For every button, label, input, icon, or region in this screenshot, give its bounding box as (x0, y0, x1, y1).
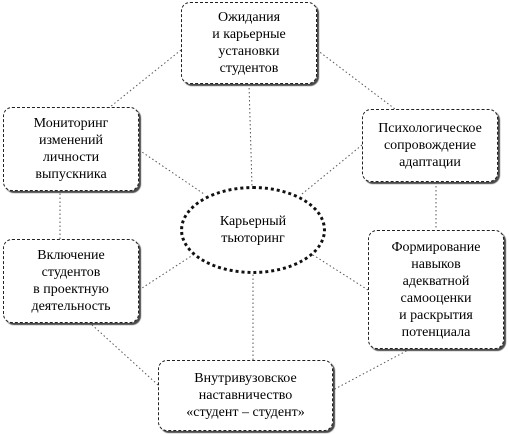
node-student-expectations-label: Ожидания и карьерные установки студентов (212, 10, 286, 76)
spoke-formation (309, 252, 369, 291)
link-formation-bottom (332, 348, 411, 391)
node-self-esteem-skills: Формирование навыков адекватной самооцен… (368, 230, 504, 349)
node-graduate-monitoring: Мониторинг изменений личности выпускника (3, 107, 139, 191)
node-peer-mentoring: Внутривузовское наставничество «студент … (158, 360, 333, 431)
spoke-inclusion (138, 252, 197, 291)
node-self-esteem-skills-label: Формирование навыков адекватной самооцен… (391, 239, 481, 340)
spoke-psychological (301, 144, 363, 195)
spoke-top (248, 83, 253, 187)
link-top-psychological (316, 49, 396, 110)
node-psychological-support: Психологическое сопровождение адаптации (362, 109, 498, 182)
link-bottom-inclusion (89, 322, 159, 386)
link-top-monitoring (109, 49, 182, 108)
node-student-expectations: Ожидания и карьерные установки студентов (181, 2, 317, 84)
node-graduate-monitoring-label: Мониторинг изменений личности выпускника (33, 116, 109, 182)
node-project-inclusion-label: Включение студентов в проектную деятельн… (31, 248, 111, 314)
node-project-inclusion: Включение студентов в проектную деятельн… (3, 239, 139, 323)
node-psychological-support-label: Психологическое сопровождение адаптации (378, 121, 482, 170)
node-peer-mentoring-label: Внутривузовское наставничество «студент … (186, 371, 305, 420)
center-career-tutoring: Карьерный тьюторинг (180, 186, 326, 274)
spoke-monitoring (138, 149, 205, 195)
center-career-tutoring-label: Карьерный тьюторинг (219, 214, 287, 246)
